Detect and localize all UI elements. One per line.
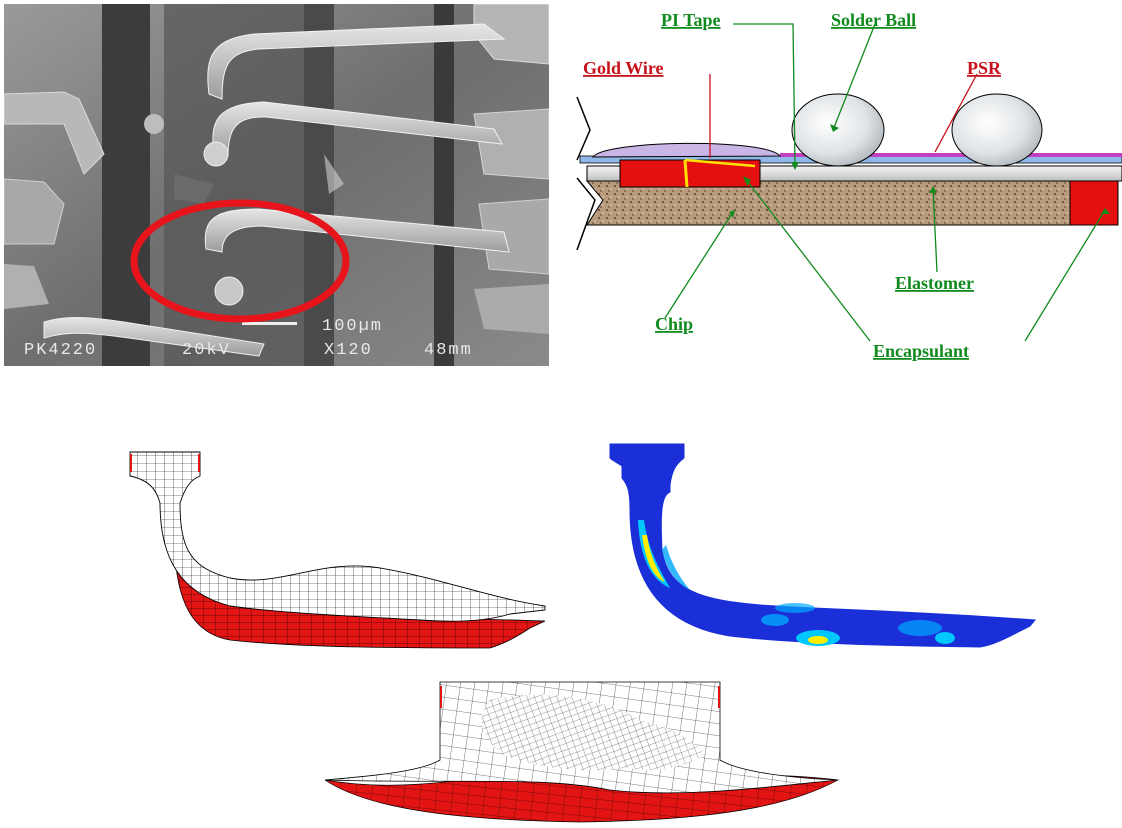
sem-footer-wd: 48mm — [424, 341, 473, 360]
label-encapsulant: Encapsulant — [873, 341, 969, 361]
chip-layer — [585, 180, 1071, 226]
schematic-diagram: PI Tape Solder Ball Gold Wire PSR Chip E… — [576, 10, 1122, 361]
label-chip: Chip — [655, 314, 693, 334]
fea-mesh-deformed-ball — [320, 680, 850, 825]
highlight-ellipse — [130, 199, 350, 323]
label-pi-tape: PI Tape — [661, 10, 721, 30]
gold-wire-line — [683, 159, 689, 188]
solder-ball-2 — [951, 93, 1043, 167]
sem-image: 100µm PK4220 20kV X120 48mm — [4, 4, 549, 366]
scale-bar-label: 100µm — [322, 317, 383, 336]
label-elastomer: Elastomer — [895, 273, 974, 293]
label-gold-wire: Gold Wire — [583, 58, 664, 78]
fea-mesh-deformed-wire — [120, 448, 560, 658]
sem-micrograph: 100µm PK4220 20kV X120 48mm — [4, 4, 549, 366]
contour-body — [609, 443, 1037, 648]
contour-svg — [609, 443, 1037, 648]
label-solder-ball: Solder Ball — [831, 10, 916, 30]
encapsulant-edge — [1069, 180, 1119, 226]
mesh-wire-svg — [129, 451, 546, 649]
fea-stress-contour — [600, 440, 1045, 652]
label-psr: PSR — [967, 58, 1002, 78]
mesh-ball-svg — [324, 681, 840, 823]
package-schematic: PI Tape Solder Ball Gold Wire PSR Chip E… — [565, 0, 1122, 370]
undeformed-mesh — [129, 451, 546, 622]
solder-ball-1 — [791, 93, 885, 167]
encapsulant-dome — [592, 142, 782, 158]
sem-footer-kv: 20kV — [182, 341, 231, 360]
psr-layer — [780, 153, 1122, 157]
scale-bar — [242, 322, 297, 325]
sem-footer-id: PK4220 — [24, 341, 97, 360]
sem-footer-mag: X120 — [324, 341, 373, 360]
